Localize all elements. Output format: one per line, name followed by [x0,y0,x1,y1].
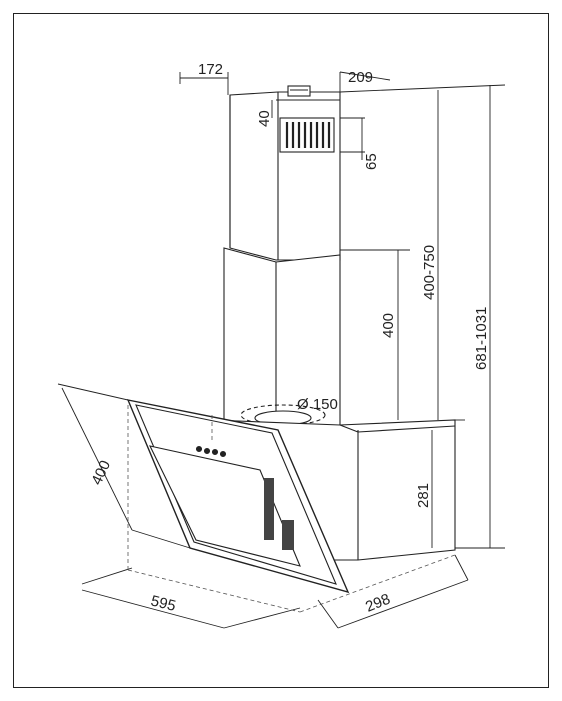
dim-400-750: 400-750 [421,245,438,300]
vent-grille [279,117,335,153]
dim-298: 298 [363,591,393,616]
dim-65: 65 [363,153,380,170]
dim-duct: Ø 150 [297,396,338,413]
upper-chimney [229,85,341,261]
dim-209: 209 [348,69,373,86]
drawing-frame [13,13,549,688]
dim-595: 595 [149,592,177,615]
dim-400-lower: 400 [380,313,397,338]
dim-281: 281 [415,483,432,508]
glass-panel [126,399,350,594]
floor-projection [127,405,456,613]
dim-400-panel: 400 [88,458,114,488]
dimension-lines [57,71,506,629]
dim-681-1031: 681-1031 [473,307,490,370]
duct-outlet [240,404,326,426]
dim-172: 172 [198,61,223,78]
dim-40: 40 [256,110,273,127]
